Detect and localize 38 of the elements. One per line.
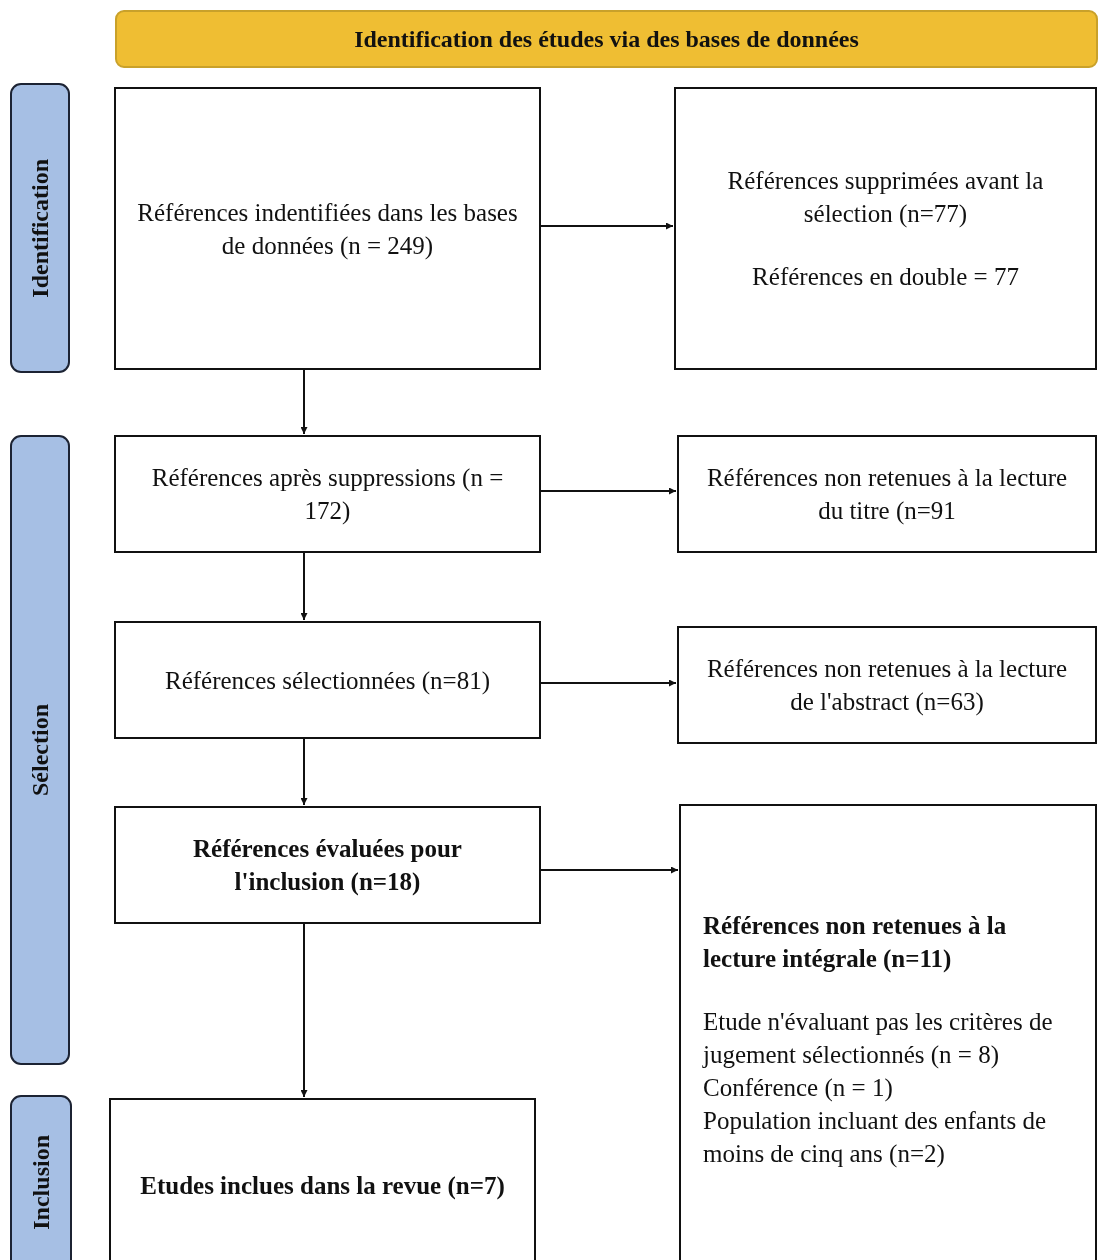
stage-label-text: Sélection — [26, 704, 54, 796]
process-box — [114, 806, 541, 924]
box-text: Etude n'évaluant pas les critères de jugement sélectionnés (n = 8) — [703, 1006, 1054, 1070]
arrow — [540, 222, 674, 230]
heading-text: Identification des études via des bases de données — [354, 25, 859, 53]
arrow — [300, 923, 308, 1098]
box-text: Références sélectionnées (n=81) — [164, 665, 491, 696]
stage-label-text: Inclusion — [27, 1135, 55, 1230]
arrow — [300, 369, 308, 435]
arrow — [540, 866, 679, 874]
box-text: Références après suppressions (n = 172) — [150, 463, 505, 526]
arrow — [540, 487, 677, 495]
heading-band — [115, 10, 1098, 68]
arrow — [300, 738, 308, 806]
stage-label-text: Identification — [26, 158, 54, 298]
arrow — [540, 679, 677, 687]
box-text: Références en double = 77 — [752, 262, 1019, 292]
box-text: Références supprimées avant la sélection (n=77) — [726, 166, 1045, 230]
box-text: Conférence (n = 1) — [703, 1072, 893, 1104]
stage-label — [10, 83, 70, 373]
stage-label — [10, 435, 70, 1065]
process-box — [677, 435, 1097, 553]
box-text: Références indentifiées dans les bases de données (n = 249) — [136, 197, 519, 262]
process-box — [114, 435, 541, 553]
process-box — [114, 621, 541, 739]
arrow — [300, 552, 308, 621]
stage-label — [10, 1095, 72, 1260]
box-text: Références évaluées pour l'inclusion (n=18) — [192, 834, 463, 898]
process-box — [114, 87, 541, 370]
process-box — [109, 1098, 536, 1260]
process-box — [677, 626, 1097, 744]
box-text: Etudes inclues dans la revue (n=7) — [140, 1171, 505, 1202]
process-box — [674, 87, 1097, 370]
process-box — [679, 804, 1097, 1260]
box-text: Références non retenues à la lecture intégrale (n=11) — [703, 910, 1008, 975]
box-text: Références non retenues à la lecture du titre (n=91 — [705, 463, 1069, 527]
box-text: Population incluant des enfants de moins de cinq ans (n=2) — [703, 1105, 1047, 1170]
box-text: Références non retenues à la lecture de l'abstract (n=63) — [705, 654, 1069, 718]
